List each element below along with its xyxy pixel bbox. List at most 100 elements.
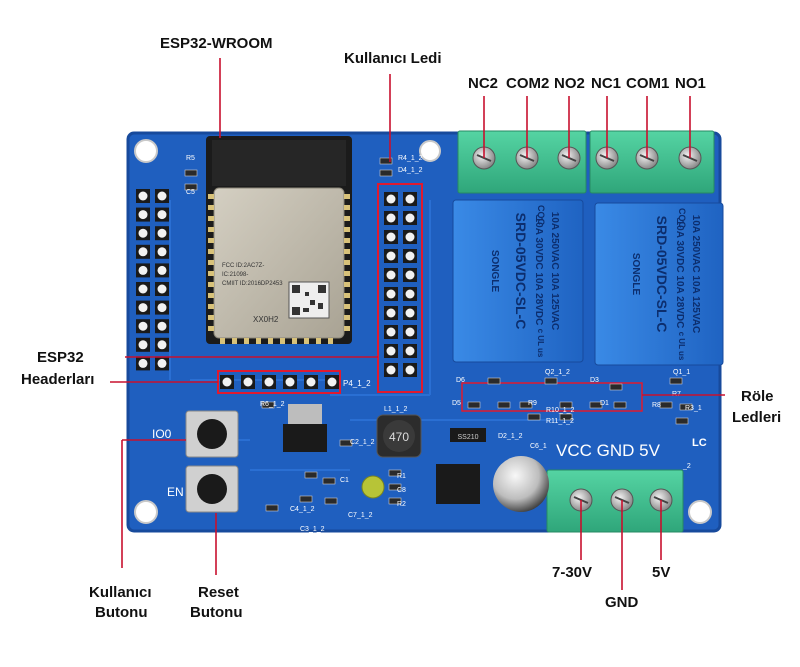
silkscreen-label: Q1_1 bbox=[673, 369, 690, 376]
relay-marking: 10A 30VDC 10A 28VDC bbox=[674, 220, 685, 329]
callout-esp32-headers-1: ESP32 bbox=[37, 349, 84, 366]
silkscreen-label: Q2_1_2 bbox=[545, 369, 570, 376]
terminal-label-com1: COM1 bbox=[626, 75, 670, 92]
silkscreen-label: C2_1_2 bbox=[350, 439, 375, 446]
smd-component bbox=[265, 504, 279, 512]
smd-component bbox=[544, 377, 558, 385]
terminal-label-no2: NO2 bbox=[554, 75, 585, 92]
silkscreen-label: R5 bbox=[186, 155, 195, 162]
terminal-label-no1: NO1 bbox=[675, 75, 706, 92]
module-fcc: FCC ID:2AC7Z- bbox=[222, 263, 264, 269]
smd-component bbox=[388, 497, 402, 505]
smd-component bbox=[669, 377, 683, 385]
callout-relay-leds-2: Ledleri bbox=[732, 409, 782, 426]
callout-gnd: GND bbox=[605, 594, 639, 611]
mounting-holes bbox=[134, 139, 712, 524]
silkscreen-label: R1 bbox=[397, 473, 406, 480]
smd-component bbox=[497, 401, 511, 409]
relay-ul: c UL us bbox=[677, 332, 686, 361]
silkscreen-label: R2 bbox=[397, 501, 406, 508]
callout-7-30v: 7-30V bbox=[552, 564, 593, 581]
callout-user-led: Kullanıcı Ledi bbox=[344, 50, 442, 67]
smd-component bbox=[519, 401, 533, 409]
callout-relay-leds-1: Röle bbox=[741, 388, 774, 405]
silkscreen-label: C5 bbox=[186, 189, 195, 196]
silkscreen-label: C4_1_2 bbox=[290, 506, 315, 513]
silkscreen-label: C7_1_2 bbox=[348, 512, 373, 519]
schottky-diode bbox=[450, 428, 486, 442]
silkscreen-label: R11_1_2 bbox=[546, 418, 574, 425]
silkscreen-label: C3_1_2 bbox=[300, 526, 325, 533]
callout-reset-button-2: Butonu bbox=[190, 604, 243, 621]
module-cmiit: CMIIT ID:2016DP2453 bbox=[222, 281, 283, 287]
callout-5v: 5V bbox=[652, 564, 671, 581]
smd-component bbox=[679, 403, 693, 411]
callout-esp32-wroom: ESP32-WROOM bbox=[160, 35, 273, 52]
middle-header-outline bbox=[377, 183, 423, 393]
silkscreen-label: P4_1_2 bbox=[343, 379, 371, 388]
silkscreen-label: L1_1_2 bbox=[384, 406, 407, 413]
silkscreen-label: D4_1_2 bbox=[398, 167, 423, 174]
diode-mark: SS210 bbox=[457, 434, 478, 441]
silkscreen-label: _2 bbox=[682, 463, 691, 470]
silkscreen-label: D5 bbox=[452, 400, 461, 407]
silkscreen-label: C6_1 bbox=[530, 443, 547, 450]
regulator-tab bbox=[288, 404, 322, 424]
electrolytic-capacitor bbox=[493, 456, 549, 512]
smd-component bbox=[379, 169, 393, 177]
smd-component bbox=[379, 157, 393, 165]
callout-user-button-1: Kullanıcı bbox=[89, 584, 152, 601]
middle-header-pins bbox=[384, 192, 417, 377]
terminal-label-com2: COM2 bbox=[506, 75, 550, 92]
silkscreen-label: D1 bbox=[600, 400, 609, 407]
callout-esp32-headers-2: Headerları bbox=[21, 371, 95, 388]
smd-component bbox=[659, 401, 673, 409]
silkscreen-label: R10_1_2 bbox=[546, 407, 575, 414]
smd-component bbox=[613, 401, 627, 409]
relay-marking: 10A 30VDC 10A 28VDC bbox=[533, 217, 544, 326]
dcdc-ic bbox=[436, 464, 480, 504]
relay-cqc: CQC bbox=[677, 208, 687, 229]
relay-1 bbox=[594, 202, 724, 366]
silkscreen-power-label: VCC GND 5V bbox=[556, 441, 661, 460]
esp32-module: FCC ID:2AC7Z- IC:21098- CMIIT ID:2016DP2… bbox=[206, 136, 352, 344]
relay-marking: SONGLE bbox=[630, 253, 641, 296]
smd-component bbox=[675, 417, 689, 425]
relay-marking: 10A 250VAC 10A 125VAC bbox=[549, 212, 560, 330]
silkscreen-label: D3 bbox=[590, 377, 599, 384]
silkscreen-label: IO0 bbox=[152, 427, 172, 441]
regulator bbox=[283, 424, 327, 452]
module-ic: IC:21098- bbox=[222, 272, 248, 278]
silkscreen-label: R3_1 bbox=[685, 405, 702, 412]
smd-component bbox=[388, 469, 402, 477]
p4-header-pins bbox=[220, 375, 339, 389]
smd-component bbox=[304, 471, 318, 479]
relay-marking: SRD-05VDC-SL-C bbox=[654, 216, 670, 333]
silkscreen-label: R8 bbox=[652, 402, 661, 409]
pcb-traces bbox=[169, 200, 560, 471]
callout-lines bbox=[110, 58, 725, 590]
silkscreen-label: R4_1_2 bbox=[398, 155, 423, 162]
silkscreen-label: EN bbox=[167, 485, 184, 499]
callout-user-button-2: Butonu bbox=[95, 604, 148, 621]
module-model: XX0H2 bbox=[253, 315, 279, 324]
smd-component bbox=[261, 401, 275, 409]
reset-button bbox=[185, 465, 239, 513]
silkscreen-label: C1 bbox=[340, 477, 349, 484]
smd-component bbox=[467, 401, 481, 409]
silkscreen-brand: LC bbox=[692, 437, 707, 449]
smd-component bbox=[184, 169, 198, 177]
smd-component bbox=[388, 483, 402, 491]
terminal-label-nc1: NC1 bbox=[591, 75, 622, 92]
smd-component bbox=[299, 495, 313, 503]
smd-component bbox=[322, 477, 336, 485]
silkscreen-label: D6 bbox=[456, 377, 465, 384]
relay-cqc: CQC bbox=[536, 205, 546, 226]
silkscreen-label: R6_1_2 bbox=[260, 401, 285, 408]
smd-component bbox=[559, 401, 573, 409]
relay-marking: 10A 250VAC 10A 125VAC bbox=[690, 215, 701, 333]
user-button bbox=[185, 410, 239, 458]
smd-component bbox=[609, 383, 623, 391]
terminal-label-nc2: NC2 bbox=[468, 75, 499, 92]
